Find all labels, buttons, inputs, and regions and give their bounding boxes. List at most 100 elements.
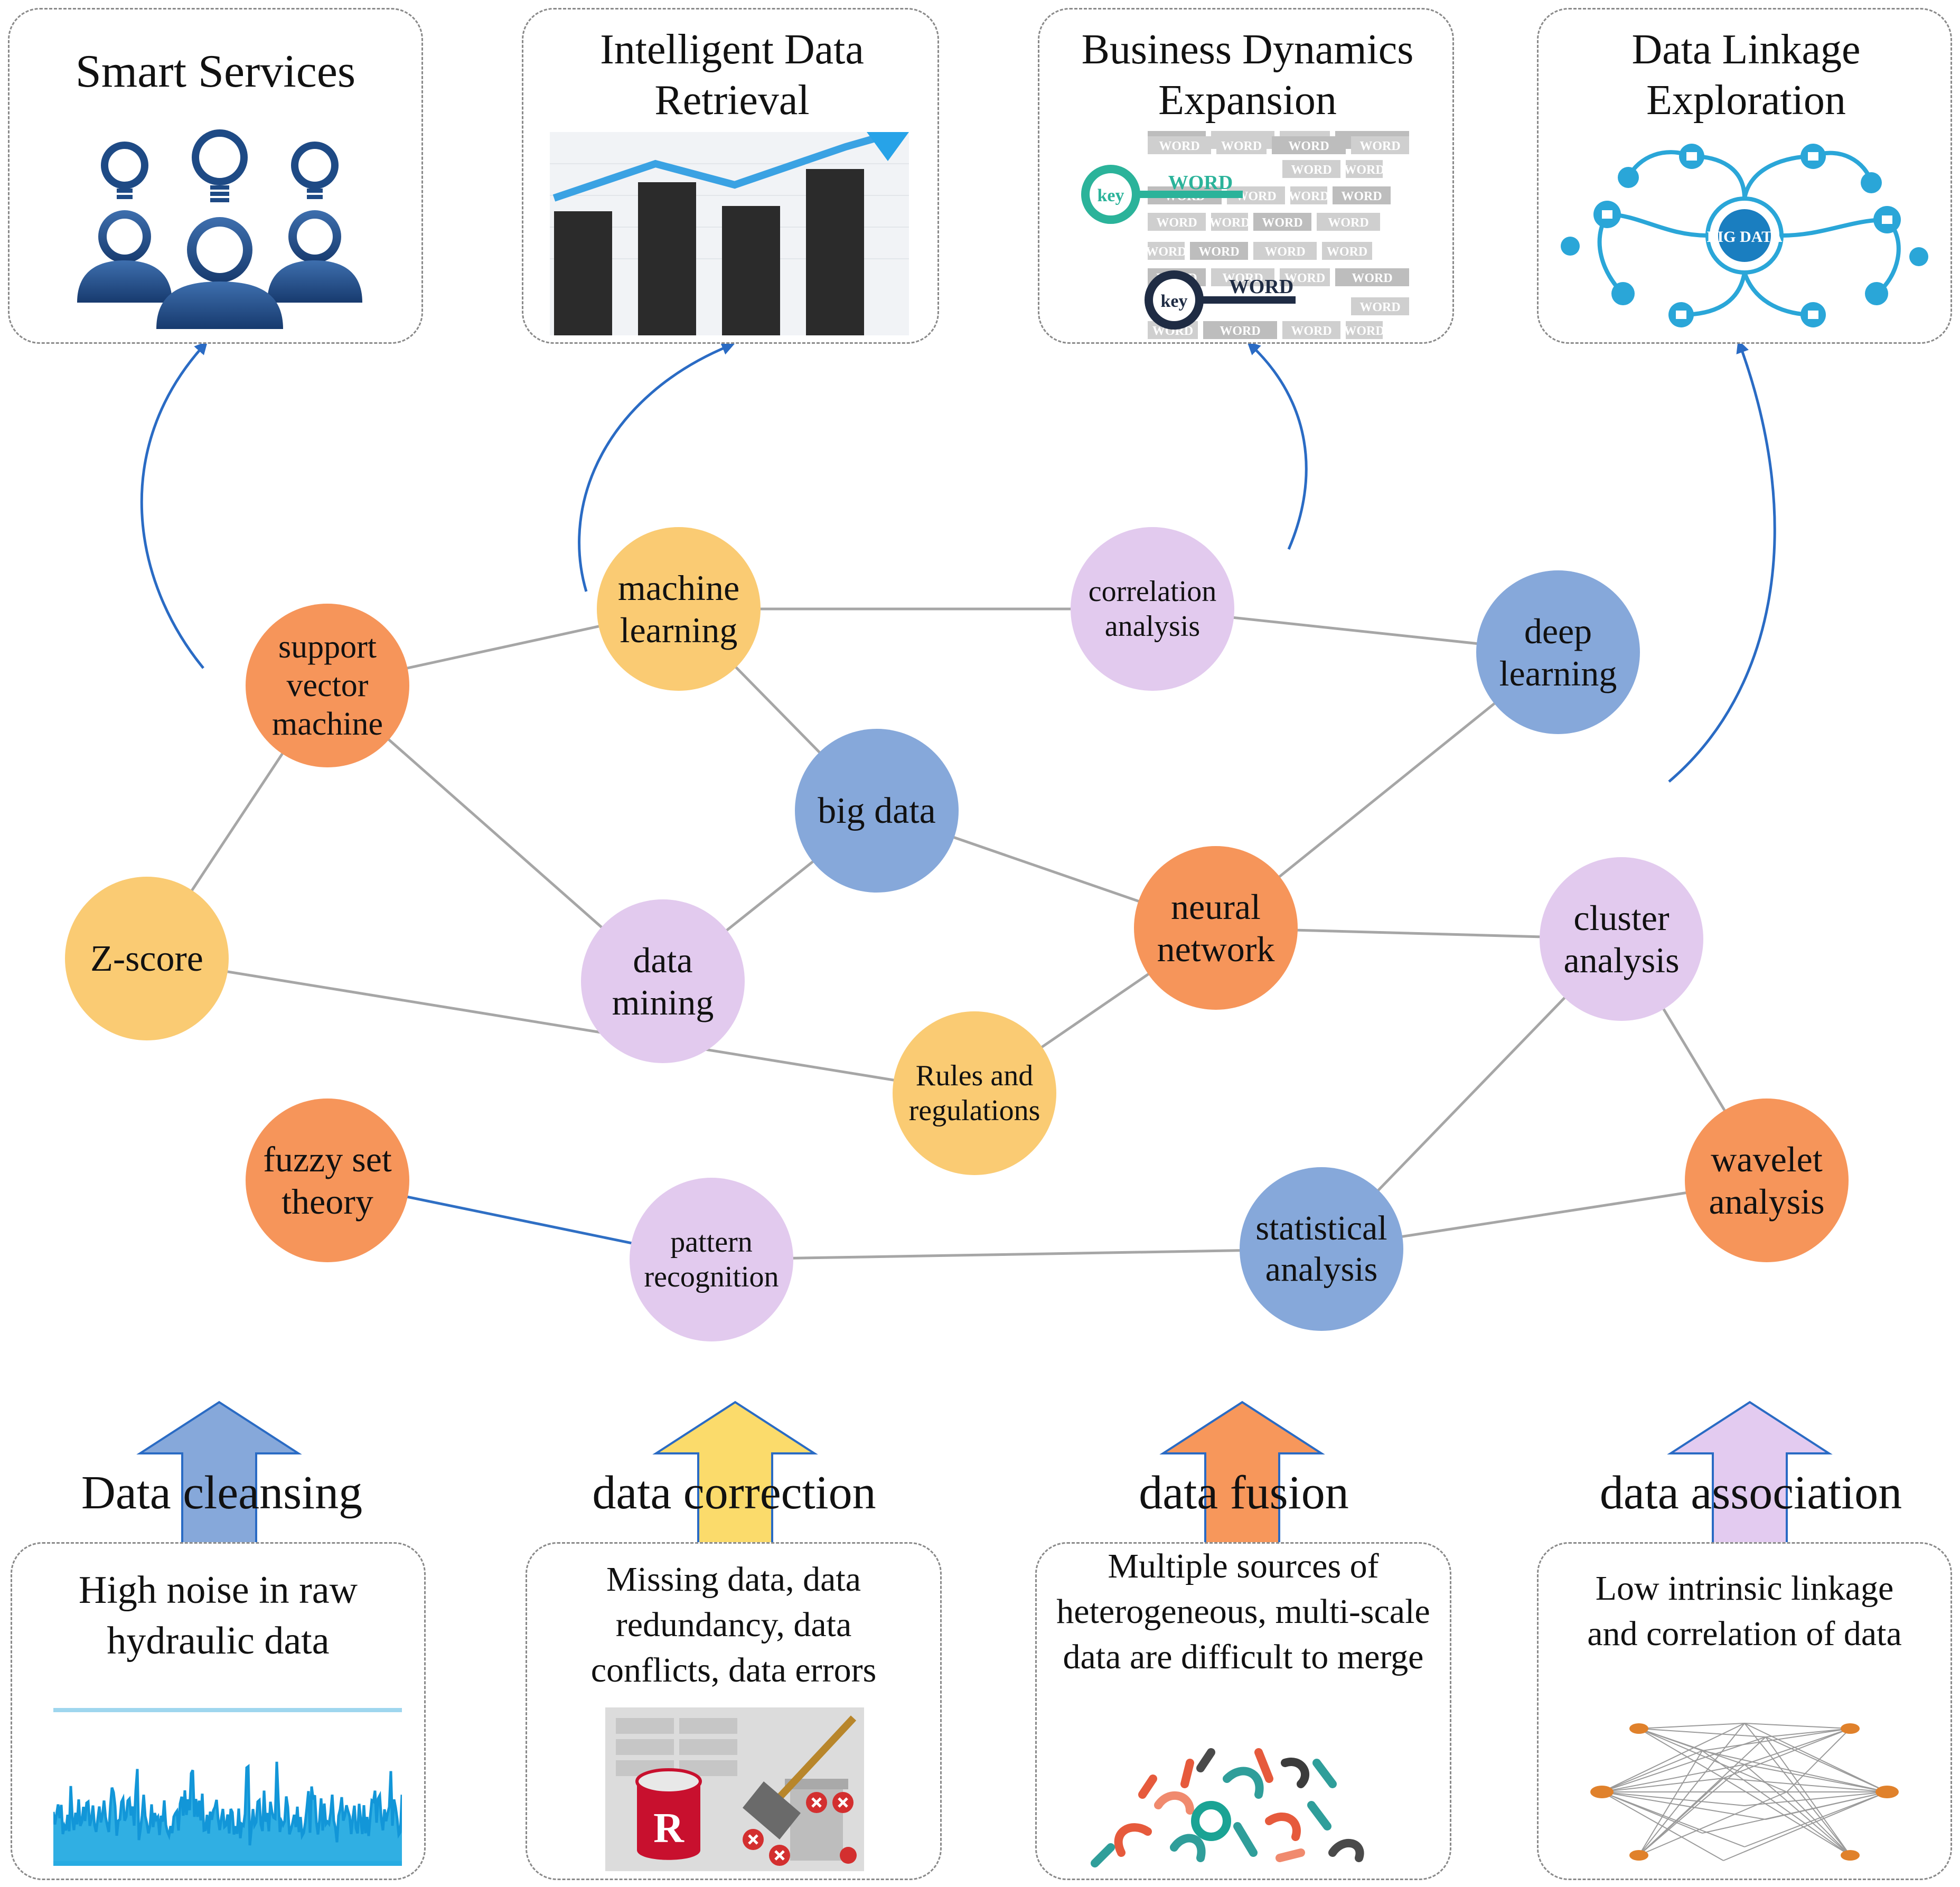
top-box-data-retrieval: Intelligent Data Retrieval bbox=[522, 8, 939, 344]
concept-node-corr: correlation analysis bbox=[1071, 527, 1234, 691]
problem-description: Missing data, data redundancy, data conf… bbox=[590, 1560, 877, 1689]
process-label-fusion: data fusion bbox=[1139, 1467, 1349, 1519]
keyword-tile-label: WORD bbox=[1264, 245, 1305, 259]
scattered-glyphs-icon bbox=[1091, 1748, 1364, 1867]
concept-node-label: Z-score bbox=[90, 938, 203, 979]
keyword-tile-label: WORD bbox=[1288, 190, 1329, 203]
keyword-tile bbox=[1148, 213, 1206, 231]
top-box-title: Data Linkage Exploration bbox=[1631, 26, 1861, 124]
database-cleanup-icon: R bbox=[605, 1707, 864, 1871]
keyword-tile-label: WORD bbox=[1159, 139, 1199, 153]
concept-node-bd: big data bbox=[795, 729, 959, 893]
graph-link bbox=[1765, 1728, 1851, 1738]
noise-area bbox=[53, 1761, 402, 1866]
big-data-network-icon: BIG DATA bbox=[1561, 144, 1928, 327]
node-graph-icon bbox=[1590, 1723, 1899, 1861]
noise-waveform bbox=[53, 1761, 402, 1846]
keyword-tile bbox=[1272, 136, 1346, 154]
keyword-tile bbox=[1148, 136, 1211, 154]
problem-description: High noise in raw hydraulic data bbox=[78, 1569, 358, 1663]
keyword-tile-label: WORD bbox=[1344, 163, 1384, 177]
keyword-tile-label: WORD bbox=[1221, 139, 1262, 153]
keyword-tile-label: WORD bbox=[1209, 216, 1250, 230]
concept-node-rr: Rules and regulations bbox=[893, 1011, 1056, 1175]
keyword-tile bbox=[1351, 136, 1409, 154]
curve-arrow-data-retrieval bbox=[578, 342, 735, 592]
graph-link bbox=[1638, 1723, 1745, 1729]
bottom-box-association: Low intrinsic linkage and correlation of… bbox=[1537, 1542, 1952, 1880]
graph-link bbox=[1723, 1791, 1888, 1861]
key-badge-2: key WORD bbox=[1145, 270, 1296, 330]
graph-link bbox=[1601, 1750, 1703, 1792]
noisy-signal-icon bbox=[53, 1694, 402, 1869]
problem-description: Low intrinsic linkage and correlation of… bbox=[1587, 1569, 1902, 1653]
top-box-smart-services: Smart Services bbox=[8, 8, 423, 344]
top-box-title: Smart Services bbox=[75, 46, 356, 97]
graph-link bbox=[1702, 1791, 1888, 1834]
keyword-tile bbox=[1216, 136, 1267, 154]
keyword-tile-label: WORD bbox=[1288, 139, 1329, 153]
concept-node-label: machine learning bbox=[617, 568, 740, 650]
keyword-tile bbox=[1346, 160, 1383, 178]
concept-node-ca: cluster analysis bbox=[1540, 857, 1703, 1021]
key-badge-1: key WORD bbox=[1081, 165, 1243, 224]
concept-node-label: Rules and regulations bbox=[908, 1059, 1040, 1127]
concept-node-wa: wavelet analysis bbox=[1685, 1099, 1849, 1262]
keyword-tile bbox=[1333, 186, 1391, 204]
concept-node-ml: machine learning bbox=[597, 527, 761, 691]
problem-description: Multiple sources of heterogeneous, multi… bbox=[1056, 1547, 1430, 1676]
curve-arrow-smart-services bbox=[140, 341, 208, 669]
keyword-tile-label: WORD bbox=[1352, 271, 1392, 285]
graph-link bbox=[1601, 1723, 1745, 1792]
keyword-tile bbox=[1282, 160, 1340, 178]
keyword-tile bbox=[1253, 242, 1317, 260]
graph-link bbox=[1601, 1791, 1745, 1847]
bottom-box-cleansing: High noise in raw hydraulic data bbox=[11, 1542, 426, 1880]
concept-node-nn: neural network bbox=[1134, 846, 1298, 1010]
graph-link bbox=[1601, 1764, 1745, 1792]
graph-link bbox=[1723, 1778, 1888, 1792]
graph-link bbox=[1702, 1750, 1888, 1792]
keyword-tile bbox=[1280, 268, 1330, 286]
top-box-data-linkage: Data Linkage Exploration BIG DATA bbox=[1537, 8, 1952, 344]
graph-link bbox=[1723, 1778, 1851, 1856]
keyword-tile-label: WORD bbox=[1291, 324, 1331, 338]
big-data-badge: BIG DATA bbox=[1706, 228, 1782, 246]
concept-node-z: Z-score bbox=[65, 877, 229, 1040]
keyword-tile-label: WORD bbox=[1359, 139, 1400, 153]
concept-node-label: fuzzy set theory bbox=[263, 1139, 392, 1222]
top-box-title: Intelligent Data Retrieval bbox=[600, 26, 864, 124]
graph-link bbox=[1638, 1728, 1745, 1765]
graph-link bbox=[1702, 1750, 1851, 1856]
bottom-box-correction: Missing data, data redundancy, data conf… bbox=[526, 1542, 942, 1880]
process-label-correction: data correction bbox=[592, 1467, 876, 1519]
keyword-tile-label: WORD bbox=[1146, 245, 1186, 259]
keyword-tile bbox=[1351, 297, 1409, 315]
graph-link bbox=[1744, 1728, 1851, 1765]
graph-link bbox=[1638, 1728, 1766, 1738]
key-label: key bbox=[1161, 292, 1188, 311]
graph-link bbox=[1638, 1728, 1724, 1779]
concept-node-pr: pattern recognition bbox=[630, 1178, 793, 1341]
keyword-tile bbox=[1203, 321, 1277, 339]
process-label-cleansing: Data cleansing bbox=[81, 1467, 363, 1519]
graph-link bbox=[1638, 1728, 1787, 1792]
graph-link bbox=[1702, 1728, 1851, 1751]
graph-link bbox=[1638, 1791, 1787, 1856]
people-ideas-icon bbox=[77, 129, 362, 329]
graph-link bbox=[1744, 1764, 1888, 1792]
bar-chart-trend-icon bbox=[550, 132, 909, 335]
concept-node-label: wavelet analysis bbox=[1709, 1139, 1825, 1222]
concept-node-label: data mining bbox=[612, 940, 714, 1022]
graph-link bbox=[1744, 1764, 1851, 1856]
concept-node-svm: support vector machine bbox=[246, 604, 409, 767]
concept-node-label: correlation analysis bbox=[1088, 575, 1217, 643]
concept-node-sa: statistical analysis bbox=[1240, 1167, 1403, 1331]
curve-arrow-business-dynamics bbox=[1246, 341, 1308, 550]
key-word: WORD bbox=[1229, 276, 1293, 298]
concept-node-label: pattern recognition bbox=[644, 1226, 779, 1293]
concept-node-dl: deep learning bbox=[1476, 570, 1640, 734]
graph-link bbox=[1601, 1778, 1724, 1792]
